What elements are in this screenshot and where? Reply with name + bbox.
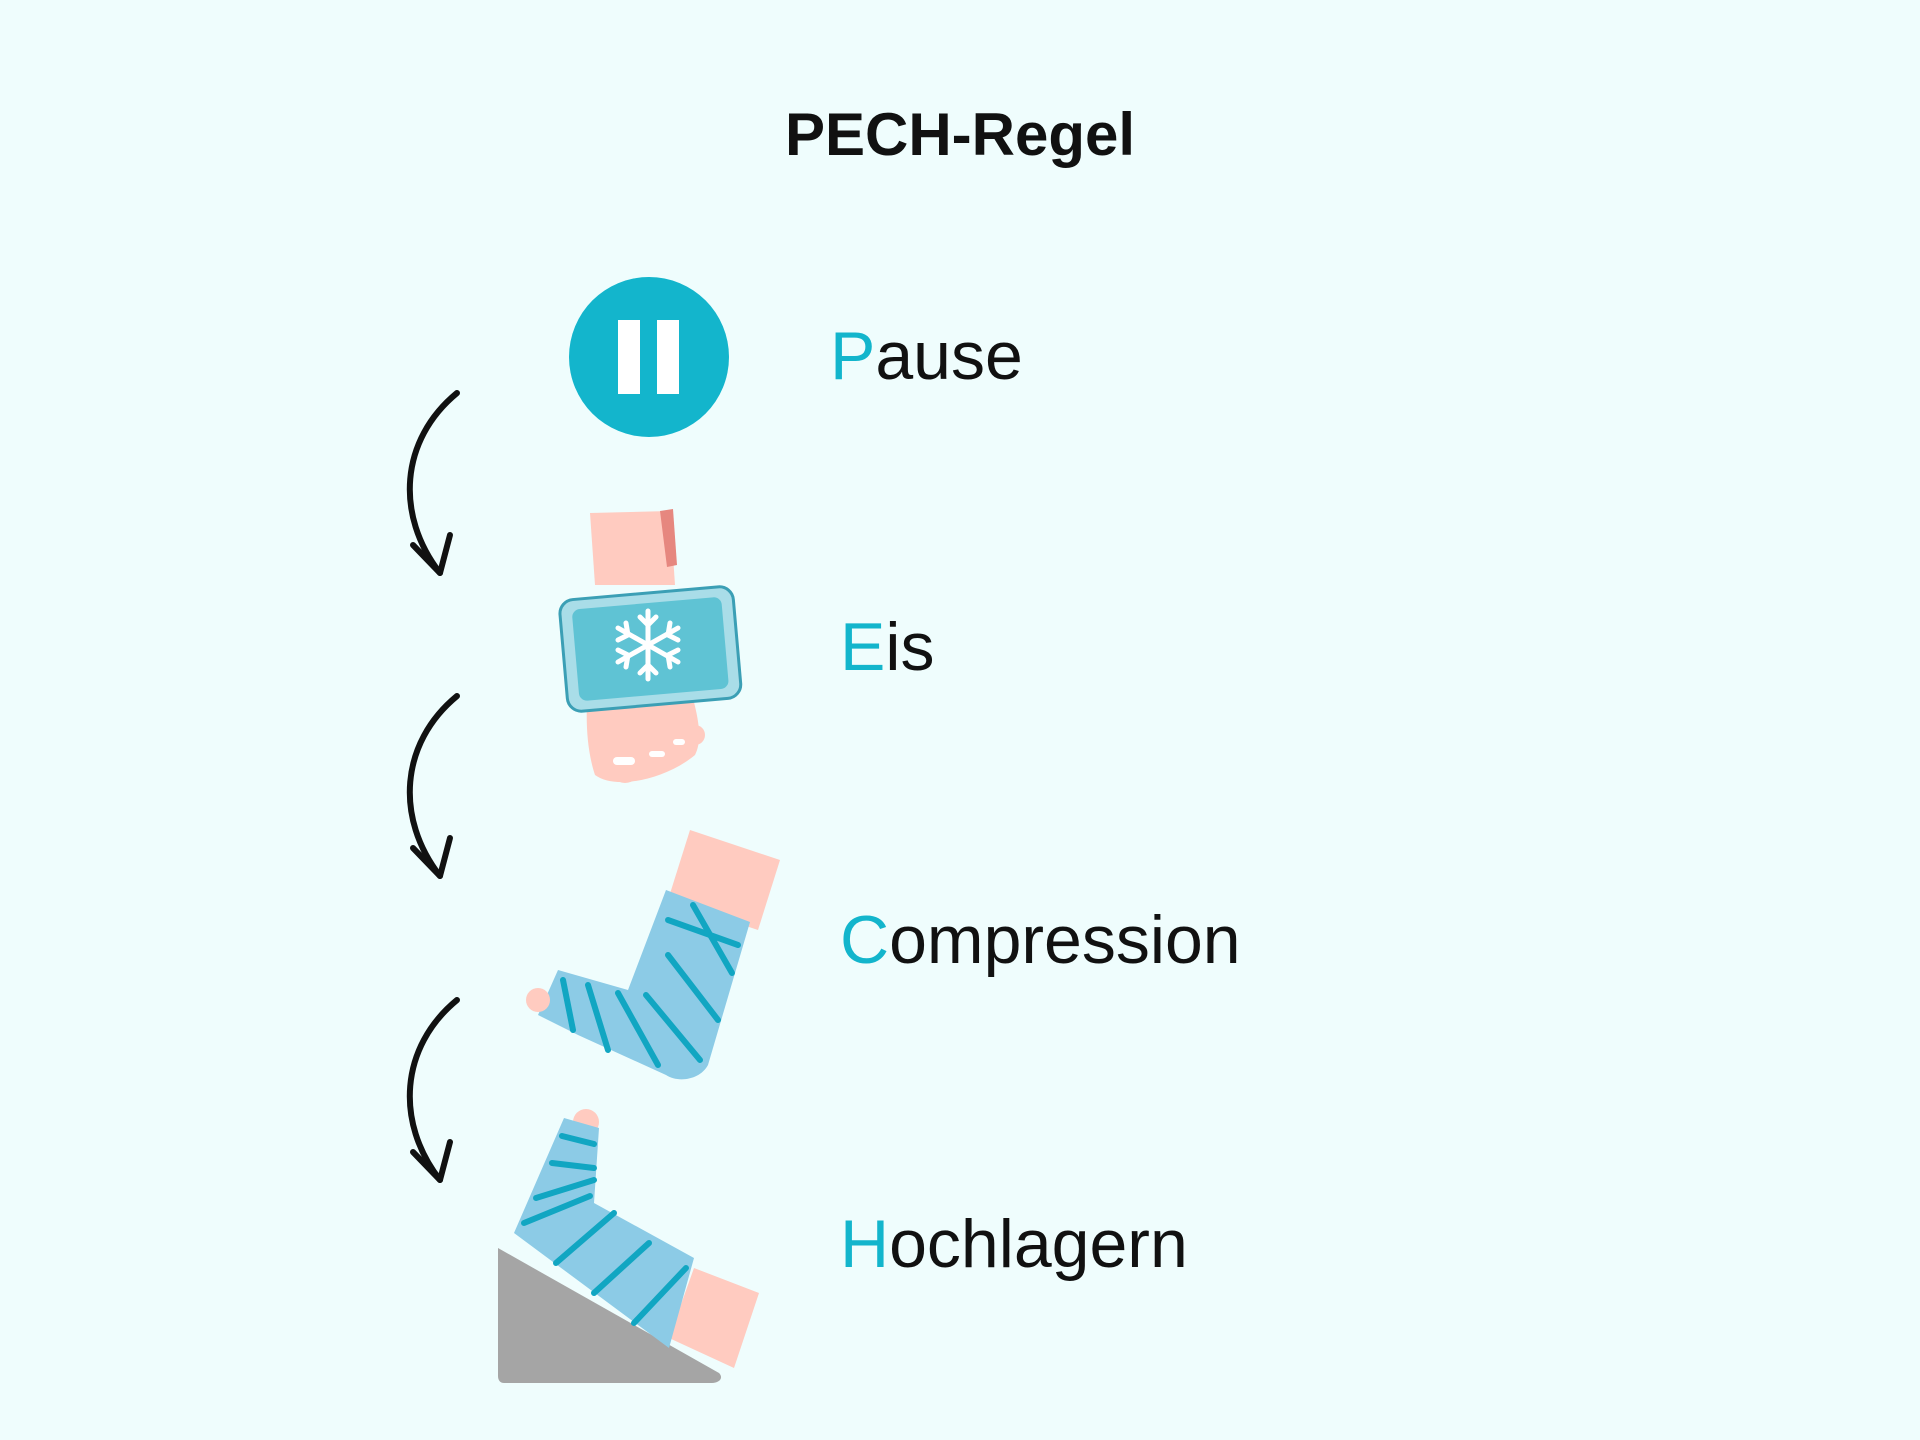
step-rest: ause [875,318,1023,394]
step-label-eis: Eis [840,613,934,681]
curved-arrow-down-icon [406,390,460,576]
elevated-foot-icon [498,1109,759,1383]
step-initial: H [840,1206,890,1282]
step-rest: ochlagern [889,1206,1188,1282]
step-initial: C [840,902,890,978]
bandaged-foot-icon [526,830,780,1080]
curved-arrow-down-icon [406,693,460,879]
page-title: PECH-Regel [784,101,1136,168]
step-rest: ompression [889,902,1241,978]
step-label-compression: Compression [840,906,1241,974]
ice-pack-foot-icon [558,509,743,783]
step-rest: is [885,609,935,685]
step-initial: E [840,609,886,685]
step-label-hochlagern: Hochlagern [840,1210,1188,1278]
pause-icon [569,277,729,437]
step-initial: P [830,318,876,394]
step-label-pause: Pause [830,322,1023,390]
curved-arrow-down-icon [406,997,460,1183]
